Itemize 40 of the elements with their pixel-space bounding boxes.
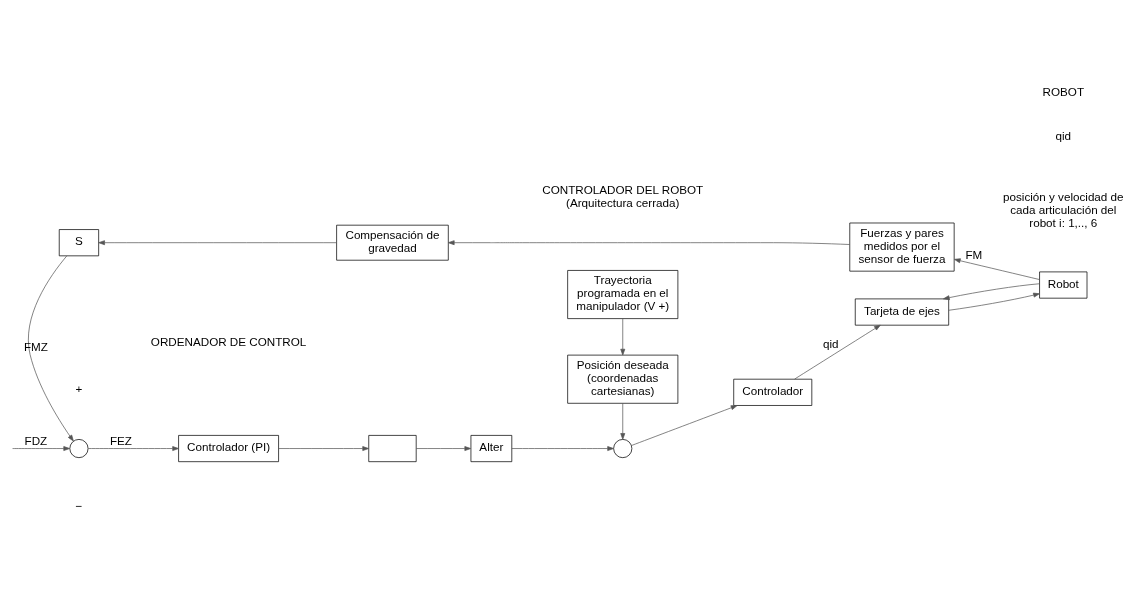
node-box: Controlador xyxy=(733,378,813,406)
label: + xyxy=(75,381,83,395)
node-box: Compensación de gravedad xyxy=(336,224,449,261)
edge-label: FMZ xyxy=(23,339,48,353)
arrow xyxy=(447,239,851,245)
edge-label: qid xyxy=(823,336,839,350)
arrow xyxy=(943,282,1040,300)
node-box: S xyxy=(58,228,100,256)
arrow xyxy=(948,292,1040,311)
arrow xyxy=(794,324,881,379)
arrow xyxy=(98,239,337,245)
arrow xyxy=(954,257,1040,280)
arrow xyxy=(278,445,369,451)
arrow xyxy=(511,445,614,451)
node-circle xyxy=(69,438,89,458)
node-box: Trayectoria programada en el manipulador (V +) xyxy=(567,269,679,319)
arrow xyxy=(631,404,738,446)
label: ORDENADOR DE CONTROL xyxy=(150,334,307,348)
arrow xyxy=(415,445,472,451)
label: − xyxy=(75,498,83,512)
label: qid xyxy=(1055,128,1072,142)
node-circle xyxy=(613,438,633,458)
edge-label: FM xyxy=(965,247,983,261)
node-box: Controlador (PI) xyxy=(178,434,279,462)
arrow xyxy=(87,445,179,451)
edge-label: FDZ xyxy=(24,433,48,447)
label: ROBOT xyxy=(1042,84,1085,98)
node-box xyxy=(368,434,417,462)
node-box: Robot xyxy=(1039,271,1088,299)
node-box: Posición deseada (coordenadas cartesianas) xyxy=(567,354,679,404)
node-box: Alter xyxy=(470,434,513,462)
node-box: Tarjeta de ejes xyxy=(854,298,950,326)
arrow xyxy=(620,317,626,355)
arrow xyxy=(28,255,74,441)
arrow xyxy=(12,445,70,451)
arrow xyxy=(620,402,626,440)
label: posición y velocidad de cada articulación del robot i: 1,.., 6 xyxy=(1003,189,1124,229)
label: CONTROLADOR DEL ROBOT (Arquitectura cerrada) xyxy=(542,182,704,209)
edge-label: FEZ xyxy=(109,433,132,447)
node-box: Fuerzas y pares medidos por el sensor de fuerza xyxy=(849,222,955,272)
